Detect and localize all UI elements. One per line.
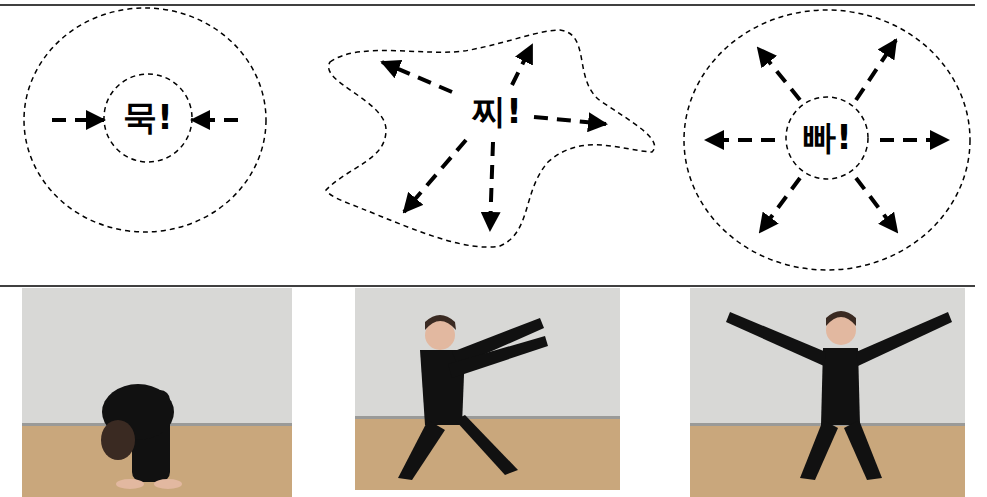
node-label: 묵! (123, 99, 173, 136)
node-label: 찌! (472, 93, 522, 130)
blob-region: 찌! (325, 28, 665, 250)
outer-circle (24, 8, 266, 232)
rule-line (0, 285, 975, 287)
inner-circle: 묵! (103, 73, 193, 163)
photo (355, 288, 620, 490)
node-outline (325, 28, 665, 250)
arrow-group (382, 45, 606, 230)
outer-circle (684, 10, 970, 270)
photo (690, 288, 965, 497)
inner-circle: 빠! (785, 96, 869, 180)
photo (22, 288, 292, 497)
node-label: 빠! (802, 119, 852, 156)
rule-line (0, 4, 975, 6)
arrow-group (706, 40, 948, 232)
